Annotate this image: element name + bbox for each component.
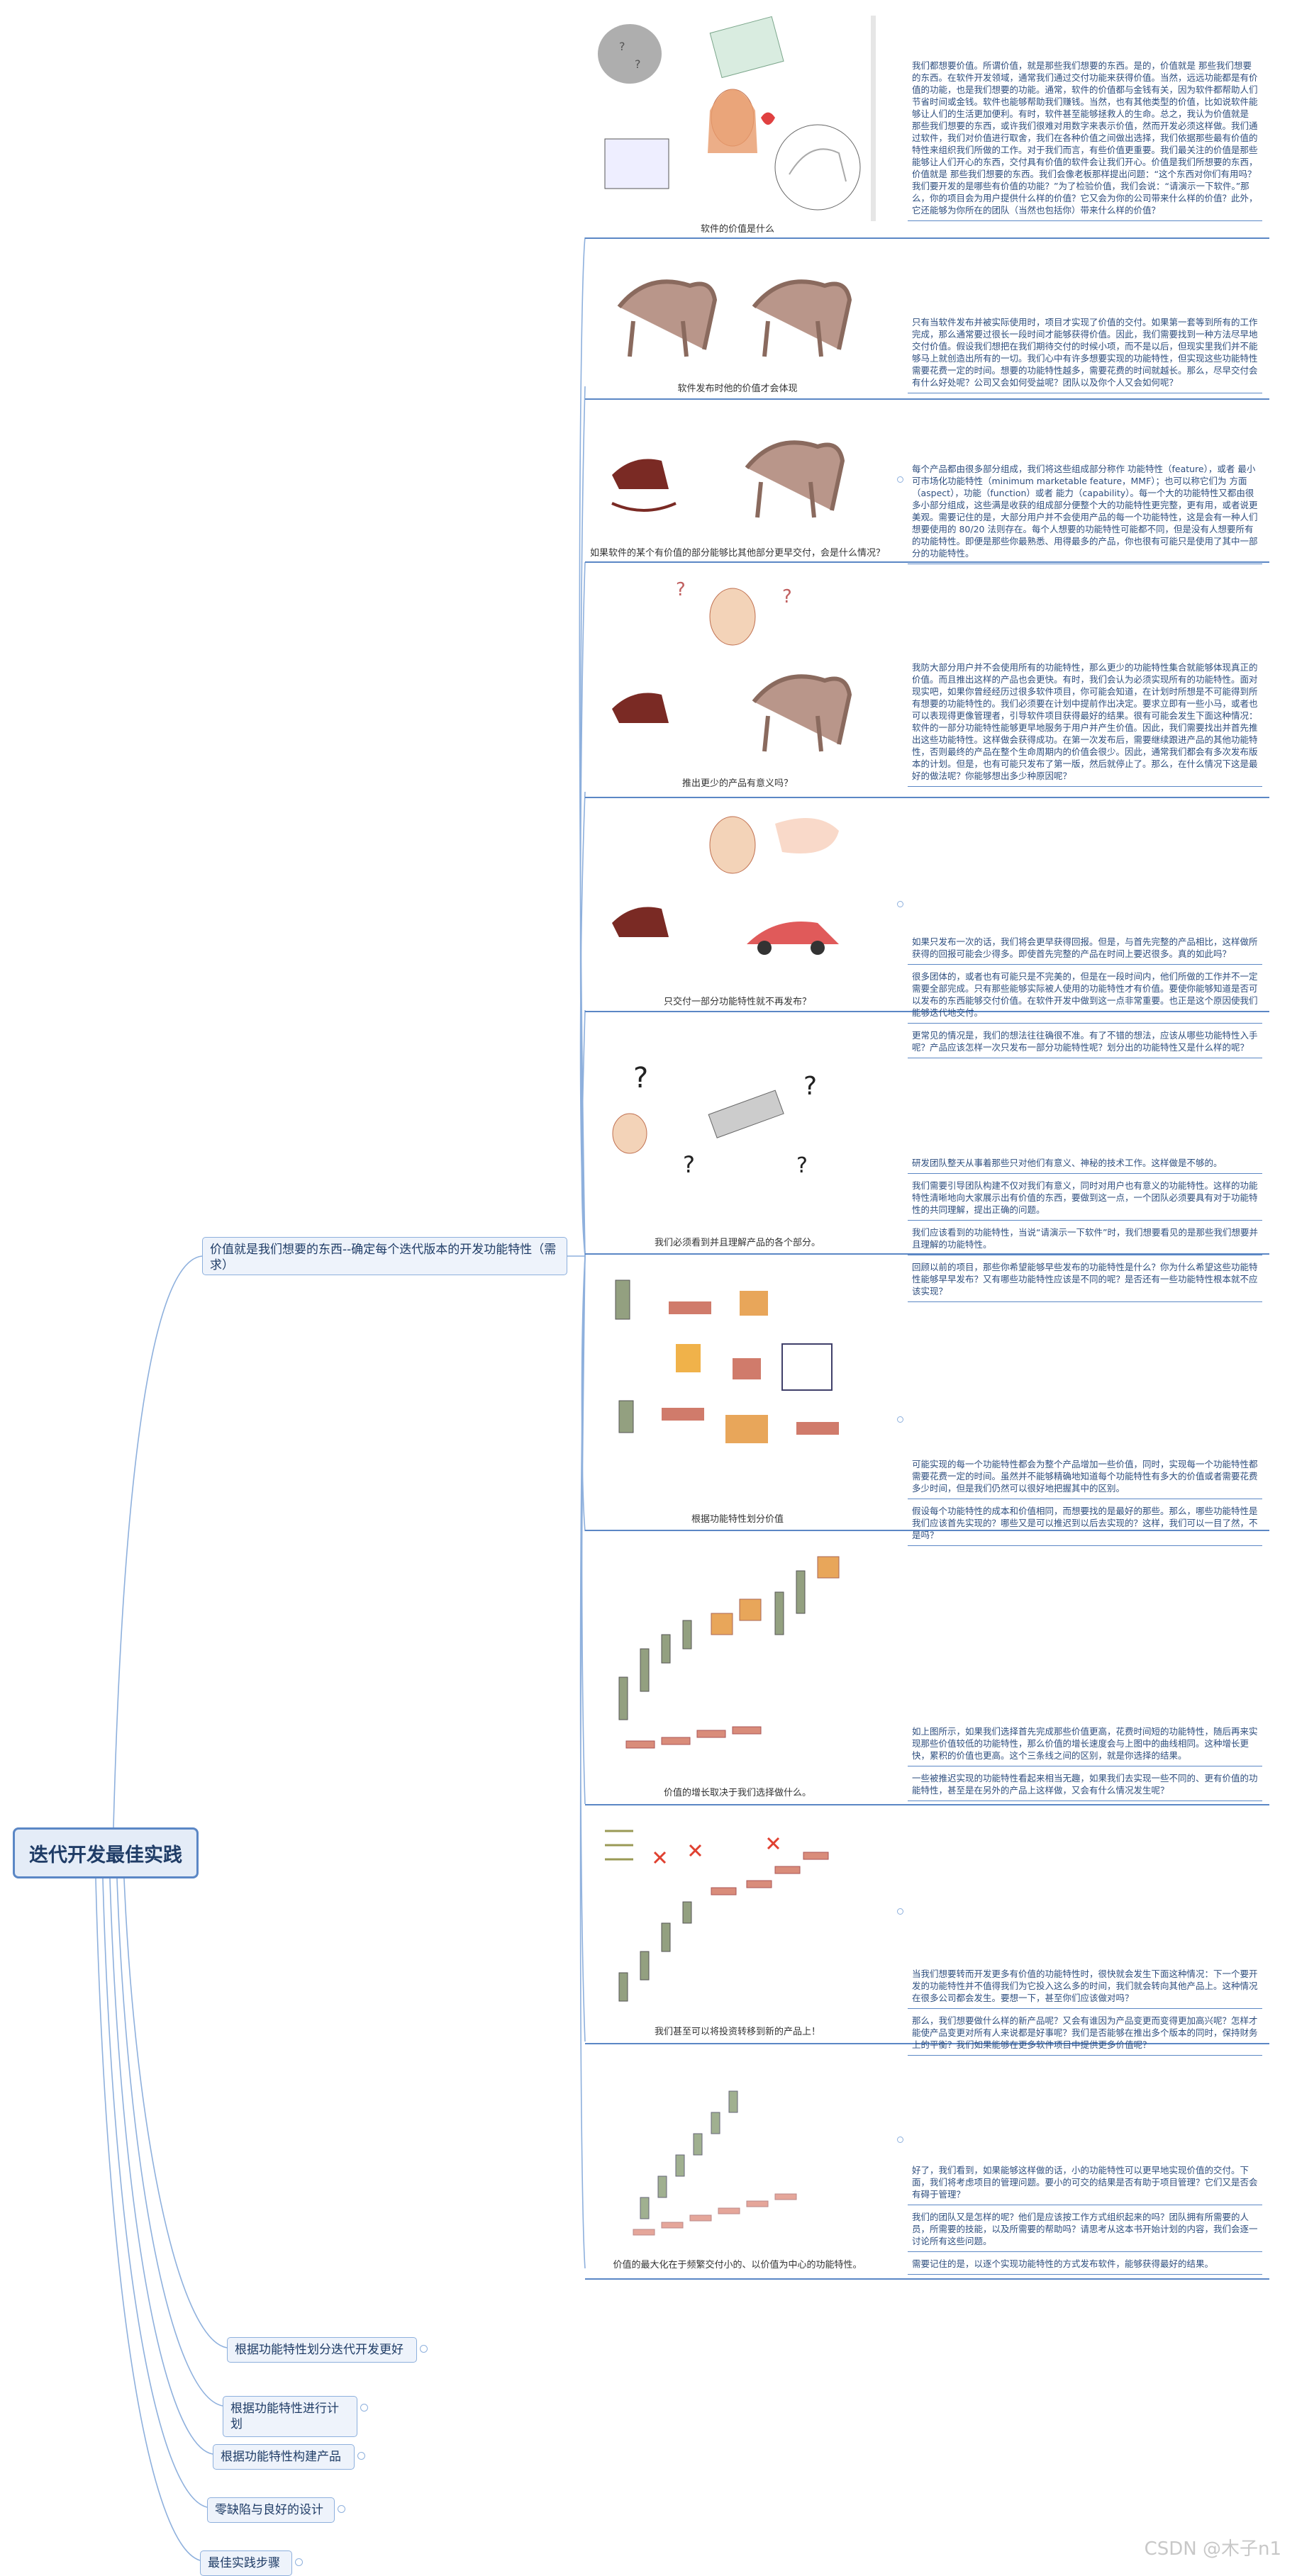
illustration-staircase-redirect [591,1810,889,2022]
panel-caption: 价值的最大化在于频繁交付小的、以价值为中心的功能特性。 [613,2260,862,2270]
panel-notes: 当我们想要转而开发更多有价值的功能特性时，很快就会发生下面这种情况：下一个要开发… [908,1965,1262,2059]
panel-caption: 软件的价值是什么 [700,224,774,235]
illustration-value-collage: ? ? [591,11,889,213]
panel-notes: 如上图所示，如果我们选择首先完成那些价值更高，花费时间短的功能特性，随后再来实现… [908,1723,1262,1804]
panel-caption: 如果软件的某个有价值的部分能够比其他部分更早交付，会是什么情况？ [589,548,885,559]
branch-label: 根据功能特性进行计划 [230,2402,339,2431]
svg-text:?: ? [633,1062,648,1094]
panel-value-growth: 价值的增长取决于我们选择做什么。 如上图所示，如果我们选择首先完成那些价值更高，… [585,1531,1269,1805]
panel-caption: 根据功能特性划分价值 [691,1514,784,1525]
note-text: 每个产品都由很多部分组成，我们将这些组成部分称作 功能特性（feature），或… [908,460,1262,564]
note-text: 好了，我们看到，如果能够这样做的话，小的功能特性可以更早地实现价值的交付。下面，… [908,2161,1262,2205]
panel-notes: 我们都想要价值。所谓价值，就是那些我们想要的东西。是的，价值就是 那些我们想要的… [908,57,1262,224]
branch-label: 价值就是我们想要的东西--确定每个迭代版本的开发功能特性（需求） [210,1243,557,1272]
svg-text:?: ? [676,579,686,600]
branch-iterate-by-feature[interactable]: 根据功能特性划分迭代开发更好 [227,2337,417,2363]
note-text: 如上图所示，如果我们选择首先完成那些价值更高，花费时间短的功能特性，随后再来实现… [908,1723,1262,1766]
svg-text:?: ? [683,1151,695,1178]
panel-caption: 软件发布时他的价值才会体现 [677,383,798,394]
panel-early-partial-delivery: 如果软件的某个有价值的部分能够比其他部分更早交付，会是什么情况？ 每个产品都由很… [585,400,1269,564]
svg-text:?: ? [782,586,792,607]
panel-caption: 我们必须看到并且理解产品的各个部分。 [654,1238,820,1248]
panel-caption: 推出更少的产品有意义吗？ [681,778,793,789]
branch-label: 最佳实践步骤 [208,2556,280,2570]
branch-zero-defects[interactable]: 零缺陷与良好的设计 [207,2497,335,2523]
note-text: 我防大部分用户并不会使用所有的功能特性，那么更少的功能特性集合就能够体现真正的价… [908,659,1262,787]
illustration-horses-now-later [591,243,889,367]
root-topic-label: 迭代开发最佳实践 [29,1844,182,1866]
illustration-two-staircases [591,2049,889,2247]
panel-software-value: ? ? 软件的价值是什么 我们都想要价值。所谓价值，就是那些我们想要的东西。是的… [585,7,1269,239]
svg-text:?: ? [619,40,625,53]
svg-text:?: ? [803,1072,817,1101]
panel-notes: 可能实现的每一个功能特性都会为整个产品增加一些价值，同时，实现每一个功能特性都需… [908,1455,1262,1549]
illustration-staircase-growth [591,1535,889,1769]
panel-caption: 我们甚至可以将投资转移到新的产品上！ [654,2027,820,2037]
watermark: CSDN @木子n1 [1144,2538,1281,2560]
panel-understand-parts: ? ? ? ? 我们必须看到并且理解产品的各个部分。 研发团队整天从事着那些只对… [585,1012,1269,1302]
note-text: 只有当软件发布并被实际使用时，项目才实现了价值的交付。如果第一套等到所有的工作完… [908,313,1262,393]
note-text: 回顾以前的项目，那些你希望能够早些发布的功能特性是什么？你为什么希望这些功能特性… [908,1258,1262,1302]
panel-notes: 好了，我们看到，如果能够这样做的话，小的功能特性可以更早地实现价值的交付。下面，… [908,2161,1262,2278]
expand-toggle-icon[interactable] [420,2345,428,2353]
panel-caption: 价值的增长取决于我们选择做什么。 [663,1788,811,1798]
panel-single-release: 只交付一部分功能特性就不再发布？ 如果只发布一次的话，我们将会更早获得回报。但是… [585,798,1269,1058]
panel-release-value: 软件发布时他的价值才会体现 只有当软件发布并被实际使用时，项目才实现了价值的交付… [585,239,1269,400]
panel-maximize-value: 价值的最大化在于频繁交付小的、以价值为中心的功能特性。 好了，我们看到，如果能够… [585,2044,1269,2280]
root-topic[interactable]: 迭代开发最佳实践 [13,1827,199,1878]
panel-notes: 研发团队整天从事着那些只对他们有意义、神秘的技术工作。这样做是不够的。 我们需要… [908,1154,1262,1305]
note-text: 那么，我们想要做什么样的新产品呢？又会有谁因为产品变更而变得更加高兴呢？怎样才能… [908,2012,1262,2056]
branch-label: 根据功能特性构建产品 [221,2450,341,2464]
illustration-engine-questions: ? ? ? ? [591,1017,889,1229]
panel-value-by-feature: 根据功能特性划分价值 可能实现的每一个功能特性都会为整个产品增加一些价值，同时，… [585,1255,1269,1546]
branch-value-features[interactable]: 价值就是我们想要的东西--确定每个迭代版本的开发功能特性（需求） [202,1237,567,1275]
note-text: 我们都想要价值。所谓价值，就是那些我们想要的东西。是的，价值就是 那些我们想要的… [908,57,1262,221]
svg-text:?: ? [796,1153,808,1178]
note-text: 我们应该看到的功能特性，当说“请演示一下软件”时，我们想要看见的是那些我们想要并… [908,1223,1262,1255]
illustration-girl-sports-car [591,802,889,987]
note-text: 很多团体的，或者也有可能只是不完美的，但是在一段时间内，他们所做的工作并不一定需… [908,968,1262,1024]
note-text: 当我们想要转而开发更多有价值的功能特性时，很快就会发生下面这种情况：下一个要开发… [908,1965,1262,2009]
panel-notes: 如果只发布一次的话，我们将会更早获得回报。但是，与首先完整的产品相比，这样做所获… [908,933,1262,1061]
expand-toggle-icon[interactable] [360,2404,368,2412]
branch-label: 根据功能特性划分迭代开发更好 [235,2343,403,2357]
branch-label: 零缺陷与良好的设计 [215,2503,323,2517]
svg-text:?: ? [635,57,641,71]
panel-caption: 只交付一部分功能特性就不再发布？ [663,997,811,1007]
panel-notes: 只有当软件发布并被实际使用时，项目才实现了价值的交付。如果第一套等到所有的工作完… [908,313,1262,396]
note-text: 如果只发布一次的话，我们将会更早获得回报。但是，与首先完整的产品相比，这样做所获… [908,933,1262,965]
panel-notes: 每个产品都由很多部分组成，我们将这些组成部分称作 功能特性（feature），或… [908,460,1262,567]
panel-shift-investment: 我们甚至可以将投资转移到新的产品上！ 当我们想要转而开发更多有价值的功能特性时，… [585,1805,1269,2056]
note-text: 可能实现的每一个功能特性都会为整个产品增加一些价值，同时，实现每一个功能特性都需… [908,1455,1262,1499]
note-text: 我们需要引导团队构建不仅对我们有意义，同时对用户也有意义的功能特性。这样的功能特… [908,1177,1262,1221]
expand-toggle-icon[interactable] [295,2558,303,2566]
expand-toggle-icon[interactable] [338,2505,345,2513]
note-text: 更常见的情况是，我们的想法往往确很不准。有了不错的想法，应该从哪些功能特性入手呢… [908,1026,1262,1058]
illustration-feature-blocks [591,1259,889,1472]
illustration-girl-wondering: ? ? [591,567,889,773]
note-text: 一些被推迟实现的功能特性看起来相当无趣，如果我们去实现一些不同的、更有价值的功能… [908,1769,1262,1801]
branch-plan-by-feature[interactable]: 根据功能特性进行计划 [223,2396,357,2437]
branch-best-practice-steps[interactable]: 最佳实践步骤 [200,2550,292,2576]
note-text: 假设每个功能特性的成本和价值相同，而想要找的是最好的那些。那么，哪些功能特性是我… [908,1502,1262,1546]
expand-toggle-icon[interactable] [357,2452,365,2460]
panel-notes: 我防大部分用户并不会使用所有的功能特性，那么更少的功能特性集合就能够体现真正的价… [908,659,1262,790]
note-text: 需要记住的是，以逐个实现功能特性的方式发布软件，能够获得最好的结果。 [908,2255,1262,2275]
illustration-rocking-horse-and-horse [591,404,889,535]
branch-build-by-feature[interactable]: 根据功能特性构建产品 [213,2444,355,2470]
panel-fewer-features: ? ? 推出更少的产品有意义吗？ 我防大部分用户并不会使用所有的功能特性，那么更… [585,563,1269,798]
note-text: 研发团队整天从事着那些只对他们有意义、神秘的技术工作。这样做是不够的。 [908,1154,1262,1174]
note-text: 我们的团队又是怎样的呢？他们是应该按工作方式组织起来的吗？团队拥有所需要的人员，… [908,2208,1262,2252]
